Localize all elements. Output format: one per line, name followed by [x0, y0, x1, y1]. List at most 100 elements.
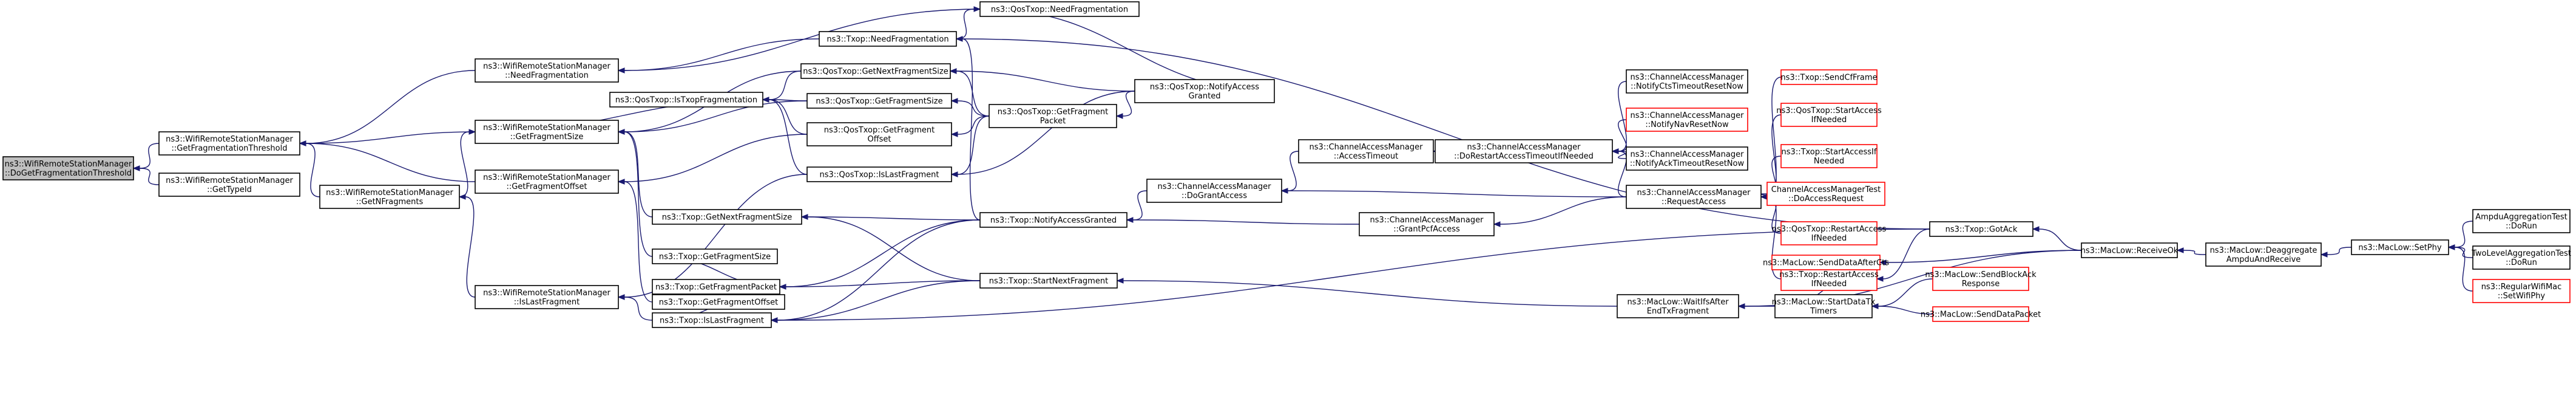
graph-node[interactable]: ns3::ChannelAccessManager::AccessTimeout: [1298, 139, 1434, 163]
graph-node[interactable]: ns3::RegularWifiMac::SetWifiPhy: [2472, 279, 2571, 303]
graph-node-label: ns3::QosTxop::GetFragment: [998, 108, 1108, 117]
graph-node[interactable]: ns3::QosTxop::GetFragmentOffset: [806, 122, 952, 146]
graph-node[interactable]: ns3::Txop::GetNextFragmentSize: [652, 209, 802, 225]
graph-edge: [299, 140, 320, 197]
graph-node[interactable]: ns3::WifiRemoteStationManager::GetFragme…: [158, 131, 300, 156]
graph-edge: [1876, 228, 1930, 282]
graph-node[interactable]: ns3::QosTxop::IsLastFragment: [806, 166, 952, 182]
graph-node-label: ::GrantPcfAccess: [1393, 225, 1460, 234]
graph-node-box: [1626, 185, 1762, 209]
graph-edge-line: [305, 131, 476, 144]
graph-edge: [762, 97, 808, 175]
graph-node-label: ns3::QosTxop::IsTxopFragmentation: [615, 96, 757, 105]
graph-edge: [1126, 217, 1360, 225]
graph-node[interactable]: ns3::Txop::GetFragmentOffset: [652, 294, 785, 310]
graph-node-label: Timers: [1810, 307, 1837, 316]
graph-node[interactable]: ns3::MacLow::SetPhy: [2351, 239, 2449, 255]
graph-node[interactable]: ns3::WifiRemoteStationManager::GetFragme…: [475, 170, 619, 194]
graph-node[interactable]: ns3::QosTxop::GetFragmentPacket: [989, 104, 1117, 128]
graph-node[interactable]: TwoLevelAggregationTest::DoRun: [2471, 245, 2571, 270]
graph-edge: [2032, 226, 2082, 251]
graph-node-box: [1134, 79, 1275, 103]
graph-node[interactable]: AmpduAggregationTest::DoRun: [2472, 209, 2571, 233]
graph-edge-line: [768, 70, 802, 100]
graph-edge-line: [957, 115, 990, 175]
graph-node-label: ns3::Txop::NotifyAccessGranted: [990, 216, 1117, 225]
graph-edge-arrowhead: [1280, 188, 1288, 194]
graph-edge-line: [1618, 81, 1627, 152]
graph-node[interactable]: ns3::MacLow::SendDataAfterCts: [1763, 255, 1889, 270]
graph-node-label: ns3::QosTxop::NeedFragmentation: [991, 5, 1128, 15]
graph-node-box: [979, 1, 1140, 17]
graph-edge-line: [957, 91, 1135, 175]
graph-node[interactable]: ns3::ChannelAccessManager::NotifyCtsTime…: [1626, 69, 1748, 94]
graph-node-box: [158, 131, 300, 156]
graph-node-label: ns3::QosTxop::IsLastFragment: [820, 171, 939, 180]
graph-node[interactable]: ns3::ChannelAccessManager::GrantPcfAcces…: [1359, 212, 1495, 236]
graph-node-label: ::GetNFragments: [356, 197, 424, 207]
graph-edge-line: [624, 134, 808, 182]
graph-edge: [2176, 247, 2206, 255]
graph-node[interactable]: ns3::ChannelAccessManager::DoGrantAccess: [1146, 179, 1282, 203]
graph-node[interactable]: ns3::WifiRemoteStationManager::GetTypeId: [158, 173, 300, 197]
graph-node-label: ::RequestAccess: [1662, 197, 1726, 207]
graph-node-label: ns3::Txop::GetFragmentOffset: [659, 298, 779, 307]
graph-node-box: [1929, 221, 2033, 237]
graph-node[interactable]: ns3::QosTxop::GetFragmentSize: [806, 93, 952, 109]
graph-node-label: ::NotifyAckTimeoutResetNow: [1630, 159, 1745, 168]
graph-node[interactable]: ns3::ChannelAccessManager::NotifyNavRese…: [1626, 108, 1748, 132]
graph-node[interactable]: ns3::QosTxop::NotifyAccessGranted: [1134, 79, 1275, 103]
graph-edge-line: [2327, 247, 2352, 255]
graph-node-box: [475, 58, 619, 83]
graph-edge-line: [1882, 228, 1930, 279]
graph-node[interactable]: ns3::WifiRemoteStationManager::GetNFragm…: [319, 185, 460, 209]
graph-node[interactable]: ns3::MacLow::SendDataPacket: [1921, 306, 2041, 322]
graph-node[interactable]: ns3::Txop::StartNextFragment: [979, 273, 1118, 289]
graph-edge-arrowhead: [1876, 276, 1884, 282]
graph-node-label: ns3::WifiRemoteStationManager: [483, 173, 610, 182]
graph-node[interactable]: ns3::Txop::GetFragmentSize: [652, 248, 778, 264]
graph-node-box: [1932, 267, 2029, 291]
graph-node[interactable]: ns3::QosTxop::NeedFragmentation: [979, 1, 1140, 17]
graph-edge-line: [985, 9, 1275, 92]
graph-edge-line: [1878, 306, 1933, 315]
graph-node-box: [1766, 182, 1885, 206]
graph-edge-arrowhead: [1493, 221, 1501, 227]
graph-edge-arrowhead: [770, 317, 778, 323]
graph-edge: [1116, 278, 1618, 307]
graph-node[interactable]: ns3::Txop::NeedFragmentation: [819, 31, 957, 47]
graph-node-box: [979, 273, 1118, 289]
graph-node[interactable]: ns3::WifiRemoteStationManager::IsLastFra…: [475, 285, 619, 309]
graph-node[interactable]: ns3::Txop::IsLastFragment: [652, 312, 772, 328]
graph-node[interactable]: ns3::WifiRemoteStationManager::NeedFragm…: [475, 58, 619, 83]
graph-node[interactable]: ns3::ChannelAccessManager::DoRestartAcce…: [1435, 139, 1613, 163]
graph-node-box: [652, 294, 785, 310]
graph-edge-arrowhead: [1879, 259, 1887, 266]
graph-node[interactable]: ns3::ChannelAccessManager::RequestAccess: [1626, 185, 1762, 209]
graph-node[interactable]: ns3::Txop::NotifyAccessGranted: [979, 212, 1127, 228]
graph-node[interactable]: ns3::WifiRemoteStationManager::GetFragme…: [475, 120, 619, 144]
graph-node[interactable]: ChannelAccessManagerTest::DoAccessReques…: [1766, 182, 1885, 206]
graph-node-label: ns3::WifiRemoteStationManager: [483, 62, 610, 71]
graph-node-label: IfNeeded: [1811, 234, 1847, 243]
graph-node[interactable]: ns3::Txop::GetFragmentPacket: [652, 279, 780, 295]
graph-edge: [762, 97, 808, 135]
graph-node-box: [1626, 108, 1748, 132]
graph-node-label: ns3::RegularWifiMac: [2481, 283, 2562, 292]
graph-edge: [617, 38, 820, 74]
graph-edge-line: [305, 143, 320, 197]
graph-node[interactable]: ns3::Txop::SendCfFrame: [1780, 69, 1878, 85]
graph-node[interactable]: ns3::QosTxop::IsTxopFragmentation: [609, 92, 763, 108]
graph-node[interactable]: ns3::MacLow::ReceiveOk: [2081, 242, 2179, 258]
graph-node[interactable]: ns3::Txop::GotAck: [1929, 221, 2033, 237]
graph-node[interactable]: ns3::ChannelAccessManager::NotifyAckTime…: [1626, 146, 1748, 171]
graph-node[interactable]: ns3::QosTxop::GetNextFragmentSize: [800, 63, 951, 79]
